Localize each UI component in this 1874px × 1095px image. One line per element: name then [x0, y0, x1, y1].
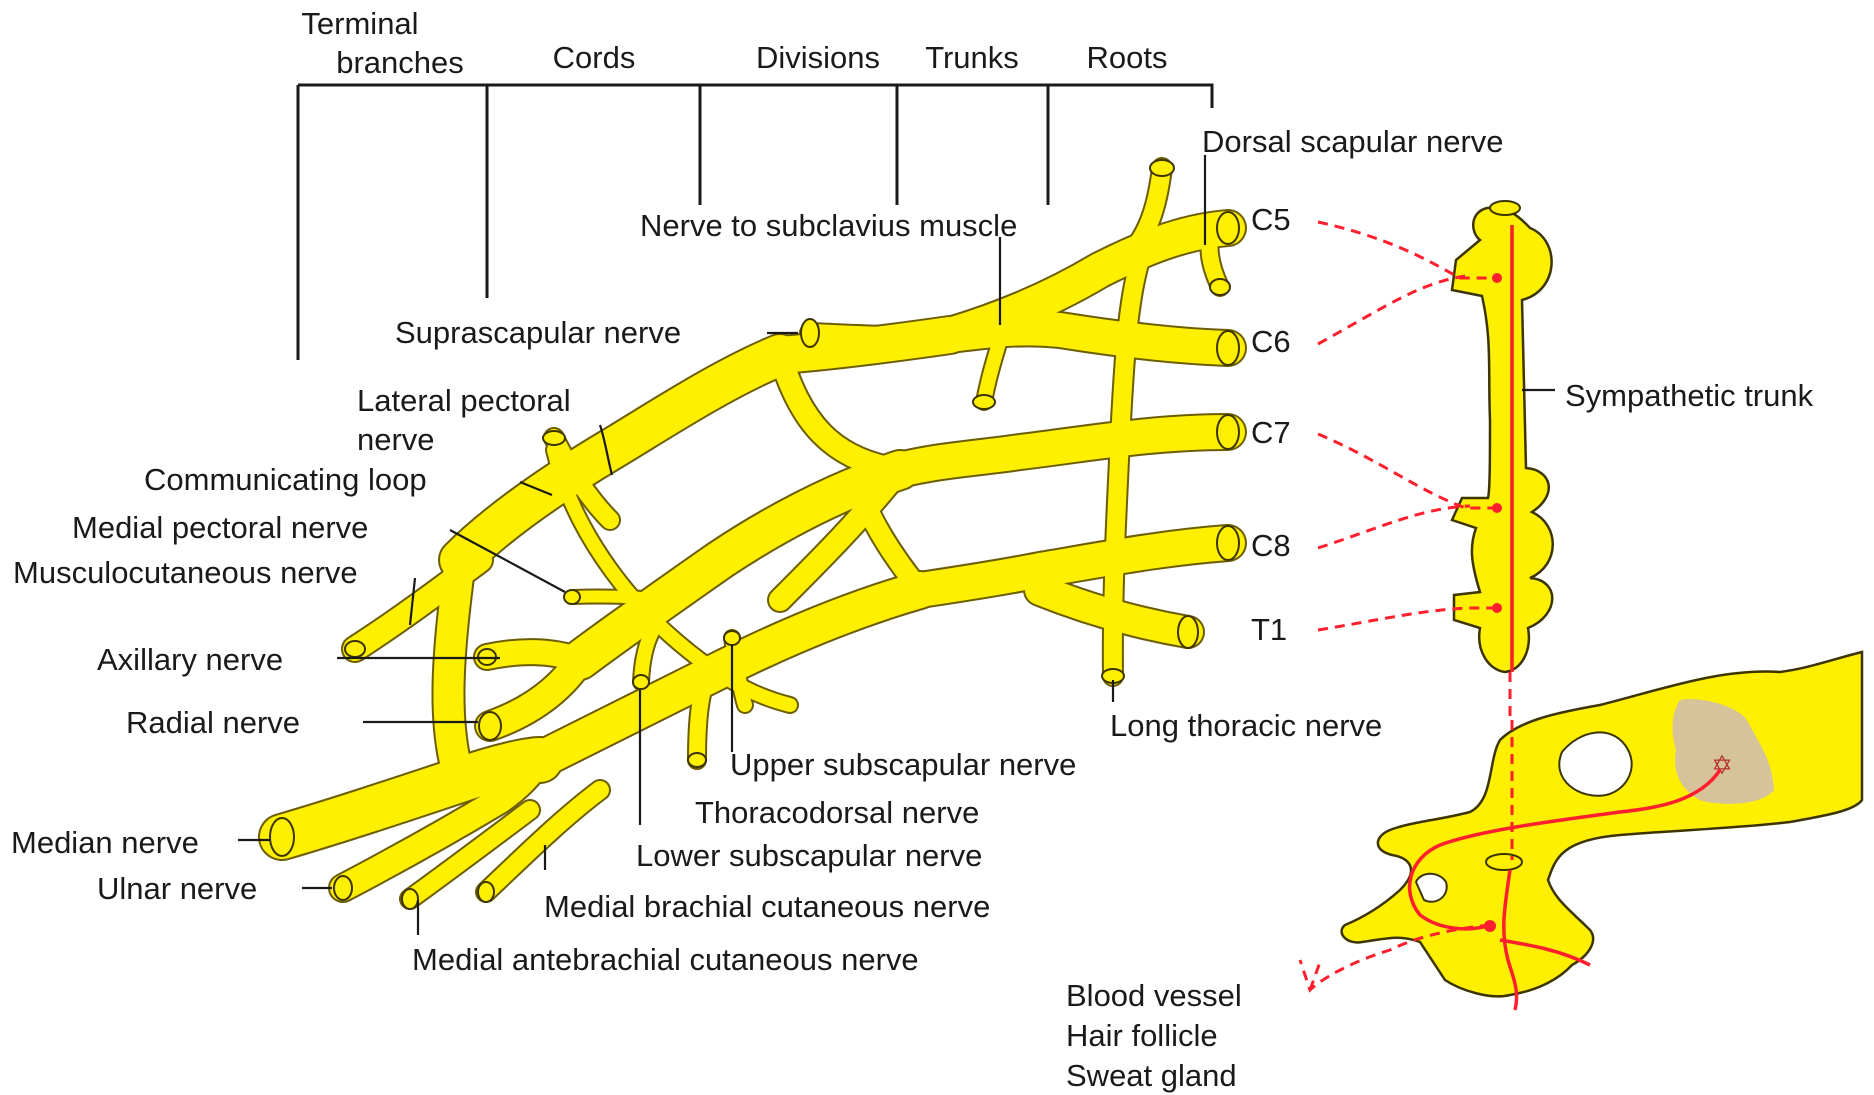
label-suprascapular: Suprascapular nerve	[395, 315, 681, 350]
label-axillary: Axillary nerve	[97, 642, 283, 677]
radial-end	[479, 712, 501, 740]
label-long-thoracic: Long thoracic nerve	[1110, 708, 1382, 743]
label-medial-brachial-cutaneous: Medial brachial cutaneous nerve	[544, 889, 990, 924]
lateral-pectoral-end	[543, 431, 565, 445]
brachial-cutaneous-end	[478, 882, 494, 902]
medial-pectoral-nerve	[572, 596, 660, 600]
label-communicating-loop: Communicating loop	[144, 462, 427, 497]
median-end	[270, 818, 294, 856]
label-medial-pectoral: Medial pectoral nerve	[72, 510, 368, 545]
label-upper-subscapular: Upper subscapular nerve	[730, 747, 1076, 782]
label-c5: C5	[1251, 202, 1291, 237]
thoracodorsal-end	[724, 631, 740, 645]
sympathetic-trunk-top	[1490, 201, 1520, 215]
c8-root-end	[1217, 526, 1239, 560]
label-ulnar: Ulnar nerve	[97, 871, 257, 906]
label-radial: Radial nerve	[126, 705, 300, 740]
header-roots: Roots	[1087, 40, 1168, 75]
radial-nerve	[490, 660, 580, 726]
medial-pectoral-end	[564, 590, 580, 604]
upper-subscapular-end	[688, 753, 706, 767]
label-lateral-pectoral-line1: Lateral pectoral	[357, 383, 571, 418]
nerve-fills	[282, 168, 1228, 899]
label-blood-vessel: Blood vessel	[1066, 978, 1242, 1013]
label-c7: C7	[1251, 415, 1291, 450]
subclavius-end	[973, 395, 995, 409]
label-subclavius: Nerve to subclavius muscle	[640, 208, 1017, 243]
ulnar-end	[334, 876, 352, 900]
suprascapular-end	[801, 319, 819, 347]
c7-root-end	[1217, 415, 1239, 449]
label-c8: C8	[1251, 528, 1291, 563]
musculocutaneous-end	[345, 641, 365, 657]
c6-root-end	[1217, 331, 1239, 365]
c5-root-end	[1217, 212, 1239, 244]
dorsal-scapular-end	[1150, 160, 1174, 176]
label-dorsal-scapular: Dorsal scapular nerve	[1202, 124, 1504, 159]
antebrachial-end	[402, 889, 418, 909]
header-terminal-branches-line1: Terminal	[301, 6, 418, 41]
label-t1: T1	[1251, 612, 1287, 647]
label-c6: C6	[1251, 324, 1291, 359]
label-hair-follicle: Hair follicle	[1066, 1018, 1218, 1053]
spinal-cord-section: ✡	[1300, 652, 1862, 1010]
label-musculocutaneous: Musculocutaneous nerve	[13, 555, 358, 590]
c5-branch-end	[1210, 279, 1230, 295]
header-divisions: Divisions	[756, 40, 880, 75]
plexus-nerves	[282, 168, 1228, 899]
lower-subscapular-end	[633, 675, 649, 689]
label-median: Median nerve	[11, 825, 199, 860]
t1-root-end	[1178, 616, 1198, 648]
suprascapular-nerve	[810, 333, 950, 336]
label-thoracodorsal: Thoracodorsal nerve	[695, 795, 979, 830]
median-lateral-nerve	[448, 560, 460, 780]
label-sweat-gland: Sweat gland	[1066, 1058, 1237, 1093]
label-medial-antebrachial-cutaneous: Medial antebrachial cutaneous nerve	[412, 942, 919, 977]
label-lower-subscapular: Lower subscapular nerve	[636, 838, 982, 873]
cord-body	[1342, 652, 1862, 996]
paravertebral-ganglion-top	[1486, 854, 1522, 870]
sympathetic-trunk	[1452, 201, 1553, 672]
header-terminal-branches-line2: branches	[336, 45, 464, 80]
header-cords: Cords	[553, 40, 636, 75]
header-trunks: Trunks	[925, 40, 1019, 75]
label-lateral-pectoral-line2: nerve	[357, 422, 435, 457]
label-sympathetic-trunk: Sympathetic trunk	[1565, 378, 1814, 413]
